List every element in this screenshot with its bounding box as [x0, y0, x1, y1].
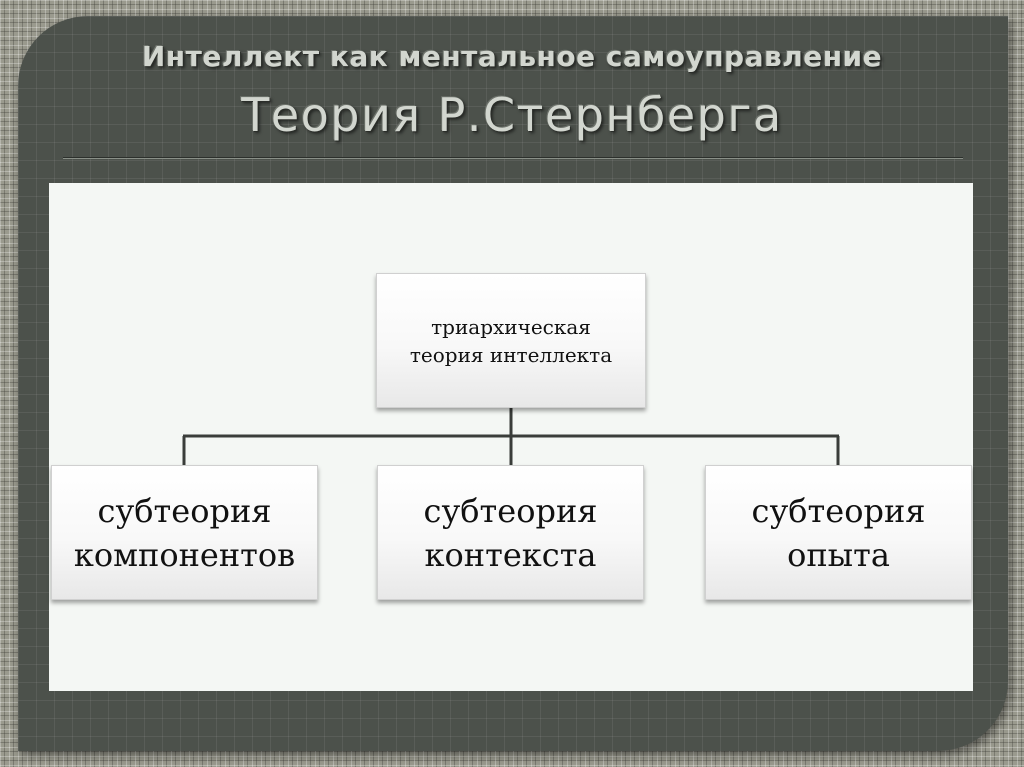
node-experience-line1: субтеория	[751, 491, 926, 530]
node-context-line2: контекста	[424, 535, 597, 574]
slide-subtitle: Теория Р.Стернберга	[241, 88, 783, 142]
diagram-node-experience: субтеория опыта	[705, 465, 972, 600]
node-components-line2: компонентов	[73, 535, 296, 574]
title-divider	[63, 157, 963, 159]
diagram-root-node: триархическая теория интеллекта	[376, 273, 646, 408]
diagram-node-components: субтеория компонентов	[51, 465, 318, 600]
node-context-line1: субтеория	[423, 491, 598, 530]
node-components-line1: субтеория	[97, 491, 272, 530]
diagram-node-context: субтеория контекста	[377, 465, 644, 600]
slide-title: Интеллект как ментальное самоуправление	[141, 40, 883, 73]
root-node-line1: триархическая	[431, 314, 591, 339]
node-experience-line2: опыта	[787, 535, 890, 574]
root-node-line2: теория интеллекта	[409, 342, 613, 367]
